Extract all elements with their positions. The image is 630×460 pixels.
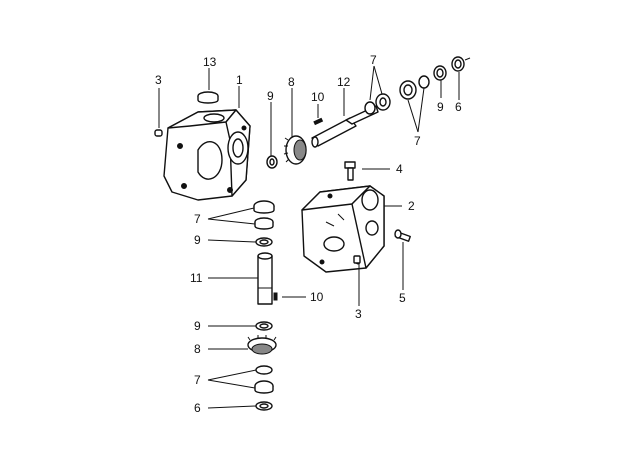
part-9-washer-upper — [266, 155, 278, 169]
callout-12: 12 — [337, 75, 351, 89]
callout-9-stack-top: 9 — [194, 233, 201, 247]
callout-13: 13 — [203, 55, 217, 69]
bearing-7a — [364, 101, 376, 115]
callout-6-upper: 6 — [455, 100, 462, 114]
part-13-cap — [197, 91, 219, 104]
callout-4: 4 — [396, 162, 403, 176]
leader-lines — [158, 65, 460, 409]
callout-2: 2 — [408, 199, 415, 213]
callout-10-lower: 10 — [310, 290, 324, 304]
callout-7-right: 7 — [414, 134, 421, 148]
callout-8-lower: 8 — [194, 342, 201, 356]
callout-8-upper: 8 — [288, 75, 295, 89]
callout-11: 11 — [190, 271, 203, 285]
callout-7-top: 7 — [370, 53, 377, 67]
housing-lower — [301, 185, 385, 273]
callout-3-upper: 3 — [155, 73, 162, 87]
callout-7-stack-bottom: 7 — [194, 373, 201, 387]
callout-1: 1 — [236, 73, 243, 87]
callout-9-right: 9 — [437, 100, 444, 114]
part-3-plug-right — [353, 255, 361, 264]
callout-5: 5 — [399, 291, 406, 305]
part-10-key-upper — [313, 117, 324, 126]
vertical-stack — [247, 200, 278, 411]
callout-10-upper: 10 — [311, 90, 325, 104]
housing-upper — [163, 109, 251, 201]
callout-7-stack-top: 7 — [194, 212, 201, 226]
shaft-bearings-right — [364, 56, 471, 115]
part-3-plug-left — [154, 129, 163, 137]
callout-6-lower: 6 — [194, 401, 201, 415]
part-5-bolt — [394, 229, 411, 242]
part-4-bolt — [344, 161, 356, 181]
part-8-bevel-gear-upper — [283, 135, 307, 165]
callout-3-lower: 3 — [355, 307, 362, 321]
callout-9-stack-bottom: 9 — [194, 319, 201, 333]
callouts: 3 13 1 8 9 10 12 7 7 9 6 4 2 5 3 7 9 11 … — [155, 53, 462, 415]
callout-9-upper: 9 — [267, 89, 274, 103]
